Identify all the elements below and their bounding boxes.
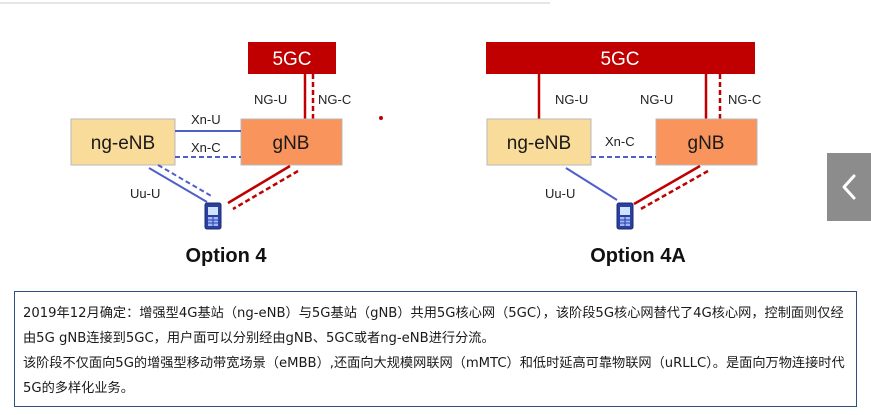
description-paragraph-1: 2019年12月确定：增强型4G基站（ng-eNB）与5G基站（gNB）共用5G…: [23, 306, 844, 346]
option4a-ng-enb-box: [486, 118, 592, 166]
option4a-ng-u-lte-label: NG-U: [555, 92, 588, 107]
top-divider: [0, 2, 550, 4]
option4a-gnb-box: [655, 118, 758, 166]
option4a-caption: Option 4A: [590, 245, 686, 267]
option4-ng-enb-label: ng-eNB: [91, 133, 155, 154]
option4-caption: Option 4: [185, 245, 267, 267]
option4a-ng-u-nr-label: NG-U: [640, 92, 673, 107]
option4-uu-u-line: [148, 167, 208, 203]
architecture-diagram: 5GC NG-U NG-C ng-eNB gNB Xn-U Xn-C Uu-U …: [70, 42, 761, 267]
option4a-gnb-uu-line: [633, 164, 701, 206]
phone-icon: [616, 202, 634, 230]
option4-xn-c-label: Xn-C: [191, 140, 221, 155]
option4-gnb-box: [240, 118, 343, 166]
option4-uu-u-label: Uu-U: [130, 186, 160, 201]
option4a-ng-c-label: NG-C: [728, 92, 761, 107]
option4-uu-u-dashed-line: [157, 164, 214, 198]
option4-diagram: 5GC NG-U NG-C ng-eNB gNB Xn-U Xn-C Uu-U …: [70, 42, 351, 267]
option4a-core-label: 5GC: [600, 49, 639, 70]
option4-ng-u-label: NG-U: [254, 92, 287, 107]
option4-core-box: [248, 42, 336, 74]
description-box: 2019年12月确定：增强型4G基站（ng-eNB）与5G基站（gNB）共用5G…: [14, 291, 857, 407]
option4-gnb-label: gNB: [273, 133, 310, 154]
chevron-left-icon: [842, 174, 856, 200]
description-paragraph-2: 该阶段不仅面向5G的增强型移动带宽场景（eMBB）,还面向大规模网联网（mMTC…: [23, 356, 845, 396]
red-dot: [379, 116, 383, 120]
option4a-diagram: 5GC NG-U NG-U NG-C ng-eNB gNB Xn-C Uu-U …: [486, 42, 761, 267]
option4-ng-enb-box: [70, 118, 176, 166]
option4a-gnb-uu-dashed-line: [638, 169, 709, 212]
option4a-core-box: [486, 42, 755, 74]
prev-slide-button[interactable]: [827, 153, 871, 221]
option4a-ng-enb-label: ng-eNB: [507, 133, 571, 154]
option4a-uu-u-label: Uu-U: [545, 186, 575, 201]
option4-ng-c-label: NG-C: [318, 92, 351, 107]
option4-core-label: 5GC: [272, 49, 311, 70]
option4a-xn-c-label: Xn-C: [605, 134, 635, 149]
option4a-uu-u-line: [565, 167, 618, 201]
option4-xn-u-label: Xn-U: [191, 112, 221, 127]
option4-gnb-uu-dashed-line: [232, 169, 299, 211]
option4-gnb-uu-line: [227, 164, 291, 205]
phone-icon: [204, 202, 222, 230]
option4a-gnb-label: gNB: [688, 133, 725, 154]
